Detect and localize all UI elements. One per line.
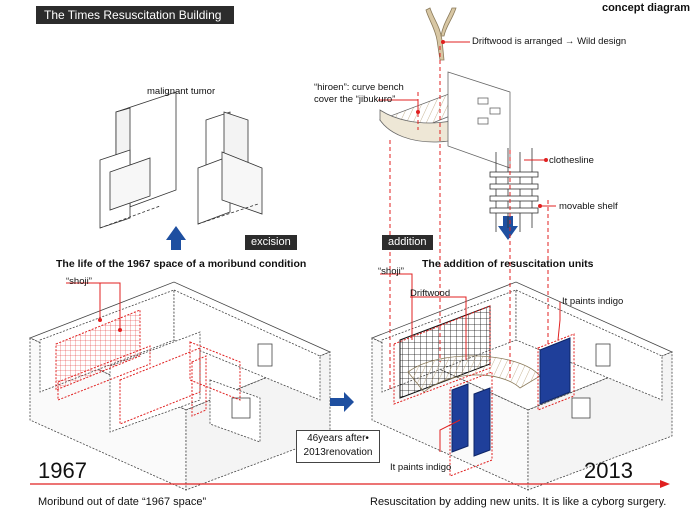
page-title: The Times Resuscitation Building — [36, 6, 234, 24]
indigo-panel-lower-b — [473, 387, 491, 457]
renovation-note-line1: 46years after• — [307, 433, 369, 444]
shoji-right-label: “shoji” — [378, 266, 404, 277]
driftwood-label: Driftwood — [410, 288, 451, 299]
indigo-panel-upper — [539, 337, 571, 405]
end-year: 2013 — [584, 458, 633, 483]
start-year: 1967 — [38, 458, 87, 483]
red-leader-lines — [389, 46, 549, 390]
renovation-note-line2: 2013renovation — [303, 447, 373, 458]
hiroen-label-line2: cover the “jibukuro” — [314, 94, 396, 105]
addition-tag: addition — [382, 235, 433, 250]
driftwood-branch — [425, 7, 457, 61]
hiroen-label-line1: “hiroen”: curve bench — [314, 82, 404, 93]
life-1967-heading: The life of the 1967 space of a moribund… — [56, 258, 307, 270]
timeline-arrowhead-icon — [660, 480, 670, 488]
indigo-panel-lower-a — [451, 383, 469, 453]
paints-indigo-top-label: It paints indigo — [562, 296, 624, 307]
shelf-rack — [489, 148, 539, 232]
transition-arrow-icon — [330, 392, 354, 412]
left-caption: Moribund out of date “1967 space” — [38, 496, 207, 508]
renovation-note: 46years after• 2013renovation — [296, 430, 380, 463]
movable-shelf-label: movable shelf — [559, 201, 618, 212]
clothesline-label: clothesline — [549, 155, 594, 166]
shoji-left-label: “shoji” — [66, 276, 92, 287]
driftwood-arranged-label: Driftwood is arranged → Wild design — [472, 36, 627, 47]
paints-indigo-bottom-label: It paints indigo — [390, 462, 452, 473]
addition-units-heading: The addition of resuscitation units — [422, 258, 594, 270]
excision-arrow-icon — [166, 226, 186, 250]
concept-diagram-label: concept diagram — [601, 2, 690, 14]
malignant-tumor-label: malignant tumor — [147, 86, 216, 97]
right-caption: Resuscitation by adding new units. It is… — [370, 496, 667, 508]
tumor-pieces — [99, 91, 263, 229]
excision-tag: excision — [245, 235, 297, 250]
